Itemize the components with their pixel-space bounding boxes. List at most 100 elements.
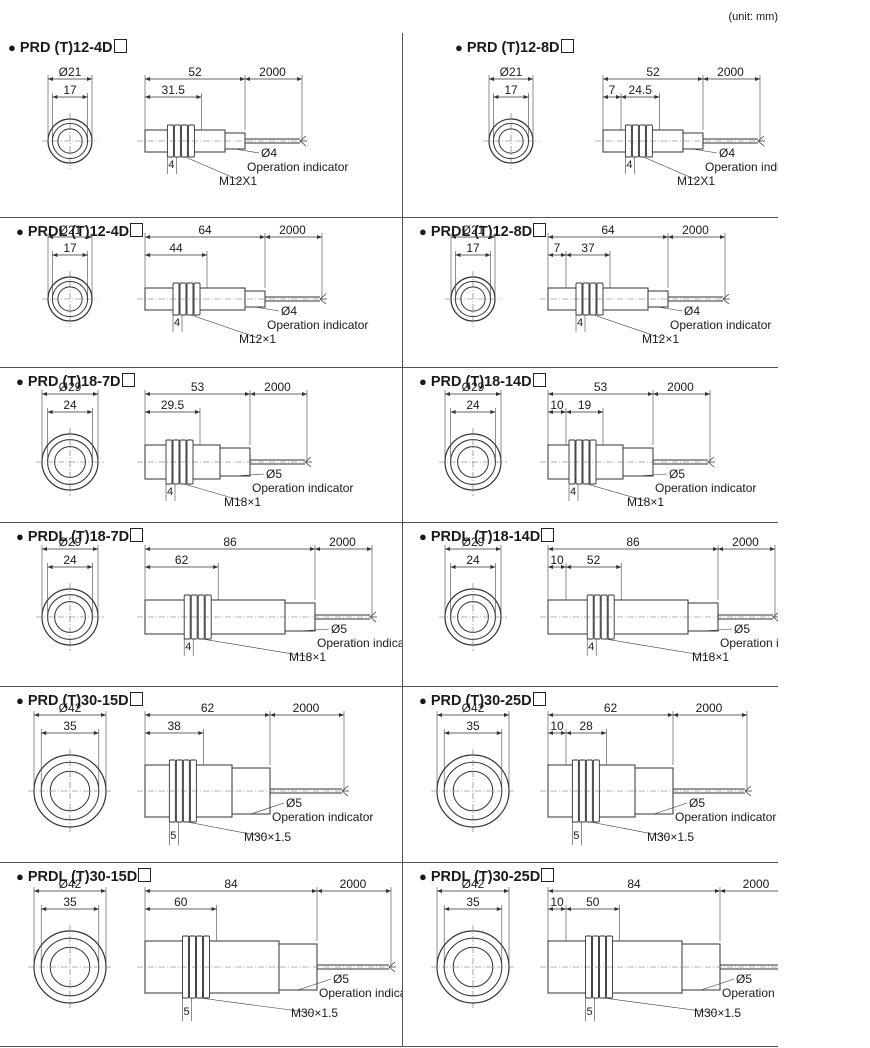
bullet-icon: ● <box>419 529 427 544</box>
nut-width-label: 5 <box>170 830 176 842</box>
nut-width-label: 4 <box>570 486 576 498</box>
thread-spec-label: M12X1 <box>677 174 715 188</box>
model-title: ●PRDL (T)12-8D <box>419 223 547 240</box>
thread-length-label: 50 <box>586 895 600 909</box>
cable-diameter-label: Ø5 <box>333 972 349 986</box>
cable-diameter-label: Ø5 <box>286 796 302 810</box>
total-length-label: 84 <box>224 877 238 891</box>
section-divider <box>0 1046 778 1047</box>
nut-width-label: 4 <box>167 486 173 498</box>
outer-diameter-label: Ø21 <box>59 223 82 237</box>
operation-indicator-label: Operation indicator <box>670 318 771 332</box>
cable-diameter-label: Ø5 <box>331 622 347 636</box>
section-divider <box>0 217 778 218</box>
cable-diameter-label: Ø4 <box>261 146 277 160</box>
cable-diameter-label: Ø4 <box>719 146 735 160</box>
model-name: PRD (T)18-7D <box>27 374 121 390</box>
bullet-icon: ● <box>419 869 427 884</box>
cable-diameter-label: Ø5 <box>689 796 705 810</box>
operation-indicator-label: Operation indicator <box>675 810 776 824</box>
total-length-label: 53 <box>594 380 608 394</box>
model-title: ●PRDL (T)18-7D <box>16 528 144 545</box>
operation-indicator-label: Operation indicator <box>319 986 402 1000</box>
inner-diameter-label: 17 <box>63 83 77 97</box>
thread-length-label: 60 <box>174 895 188 909</box>
cable-length-label: 2000 <box>340 877 367 891</box>
inner-diameter-label: 35 <box>63 719 77 733</box>
outer-diameter-label: Ø21 <box>462 223 485 237</box>
thread-length-label: 24.5 <box>629 83 653 97</box>
cable-diameter-label: Ø4 <box>684 304 700 318</box>
model-title: ●PRD (T)30-25D <box>419 692 546 709</box>
cable-length-label: 2000 <box>329 535 356 549</box>
bullet-icon: ● <box>16 374 24 389</box>
model-name: PRD (T)18-14D <box>430 374 532 390</box>
outer-diameter-label: Ø29 <box>59 380 82 394</box>
thread-length-label: 19 <box>578 398 592 412</box>
total-length-label: 86 <box>626 535 640 549</box>
section-divider <box>0 367 778 368</box>
model-title: ●PRD (T)18-7D <box>16 373 135 390</box>
nut-width-label: 4 <box>626 159 632 171</box>
bullet-icon: ● <box>419 224 427 239</box>
total-length-label: 64 <box>601 223 615 237</box>
total-length-label: 62 <box>201 701 215 715</box>
model-name: PRDL (T)18-14D <box>430 529 541 545</box>
cable-diameter-label: Ø4 <box>281 304 297 318</box>
cable-diameter-label: Ø5 <box>266 467 282 481</box>
inner-diameter-label: 17 <box>504 83 518 97</box>
thread-spec-label: M18×1 <box>224 495 261 509</box>
model-title: ●PRD (T)12-8D <box>455 39 574 56</box>
section-divider <box>0 522 778 523</box>
thread-spec-label: M12X1 <box>219 174 257 188</box>
inner-diameter-label: 35 <box>466 719 480 733</box>
offset-label: 10 <box>550 398 564 412</box>
inner-diameter-label: 17 <box>63 241 77 255</box>
model-title: ●PRDL (T)12-4D <box>16 223 144 240</box>
cable-length-label: 2000 <box>696 701 723 715</box>
inner-diameter-label: 24 <box>466 553 480 567</box>
outer-diameter-label: Ø29 <box>462 535 485 549</box>
model-name: PRDL (T)18-7D <box>27 529 130 545</box>
checkbox-square-icon <box>113 39 127 53</box>
bullet-icon: ● <box>16 693 24 708</box>
bullet-icon: ● <box>419 693 427 708</box>
thread-spec-label: M12×1 <box>239 332 276 346</box>
nut-width-label: 4 <box>174 317 180 329</box>
nut-width-label: 4 <box>185 641 191 653</box>
inner-diameter-label: 24 <box>63 398 77 412</box>
cable-length-label: 2000 <box>279 223 306 237</box>
thread-spec-label: M30×1.5 <box>244 830 291 844</box>
cable-gland <box>622 447 654 477</box>
model-title: ●PRDL (T)30-25D <box>419 868 555 885</box>
checkbox-square-icon <box>533 223 547 237</box>
bullet-icon: ● <box>16 224 24 239</box>
model-title: ●PRD (T)30-15D <box>16 692 143 709</box>
total-length-label: 52 <box>188 65 202 79</box>
checkbox-square-icon <box>130 223 144 237</box>
operation-indicator-label: Operation indicator <box>247 160 348 174</box>
bullet-icon: ● <box>16 529 24 544</box>
operation-indicator-label: Operation indicator <box>720 636 778 650</box>
inner-diameter-label: 24 <box>63 553 77 567</box>
operation-indicator-label: Operation indicator <box>722 986 778 1000</box>
cable-length-label: 2000 <box>293 701 320 715</box>
checkbox-square-icon <box>130 528 144 542</box>
model-name: PRDL (T)12-4D <box>27 224 130 240</box>
checkbox-square-icon <box>121 373 135 387</box>
checkbox-square-icon <box>129 692 143 706</box>
total-length-label: 86 <box>223 535 237 549</box>
bullet-icon: ● <box>8 40 16 55</box>
